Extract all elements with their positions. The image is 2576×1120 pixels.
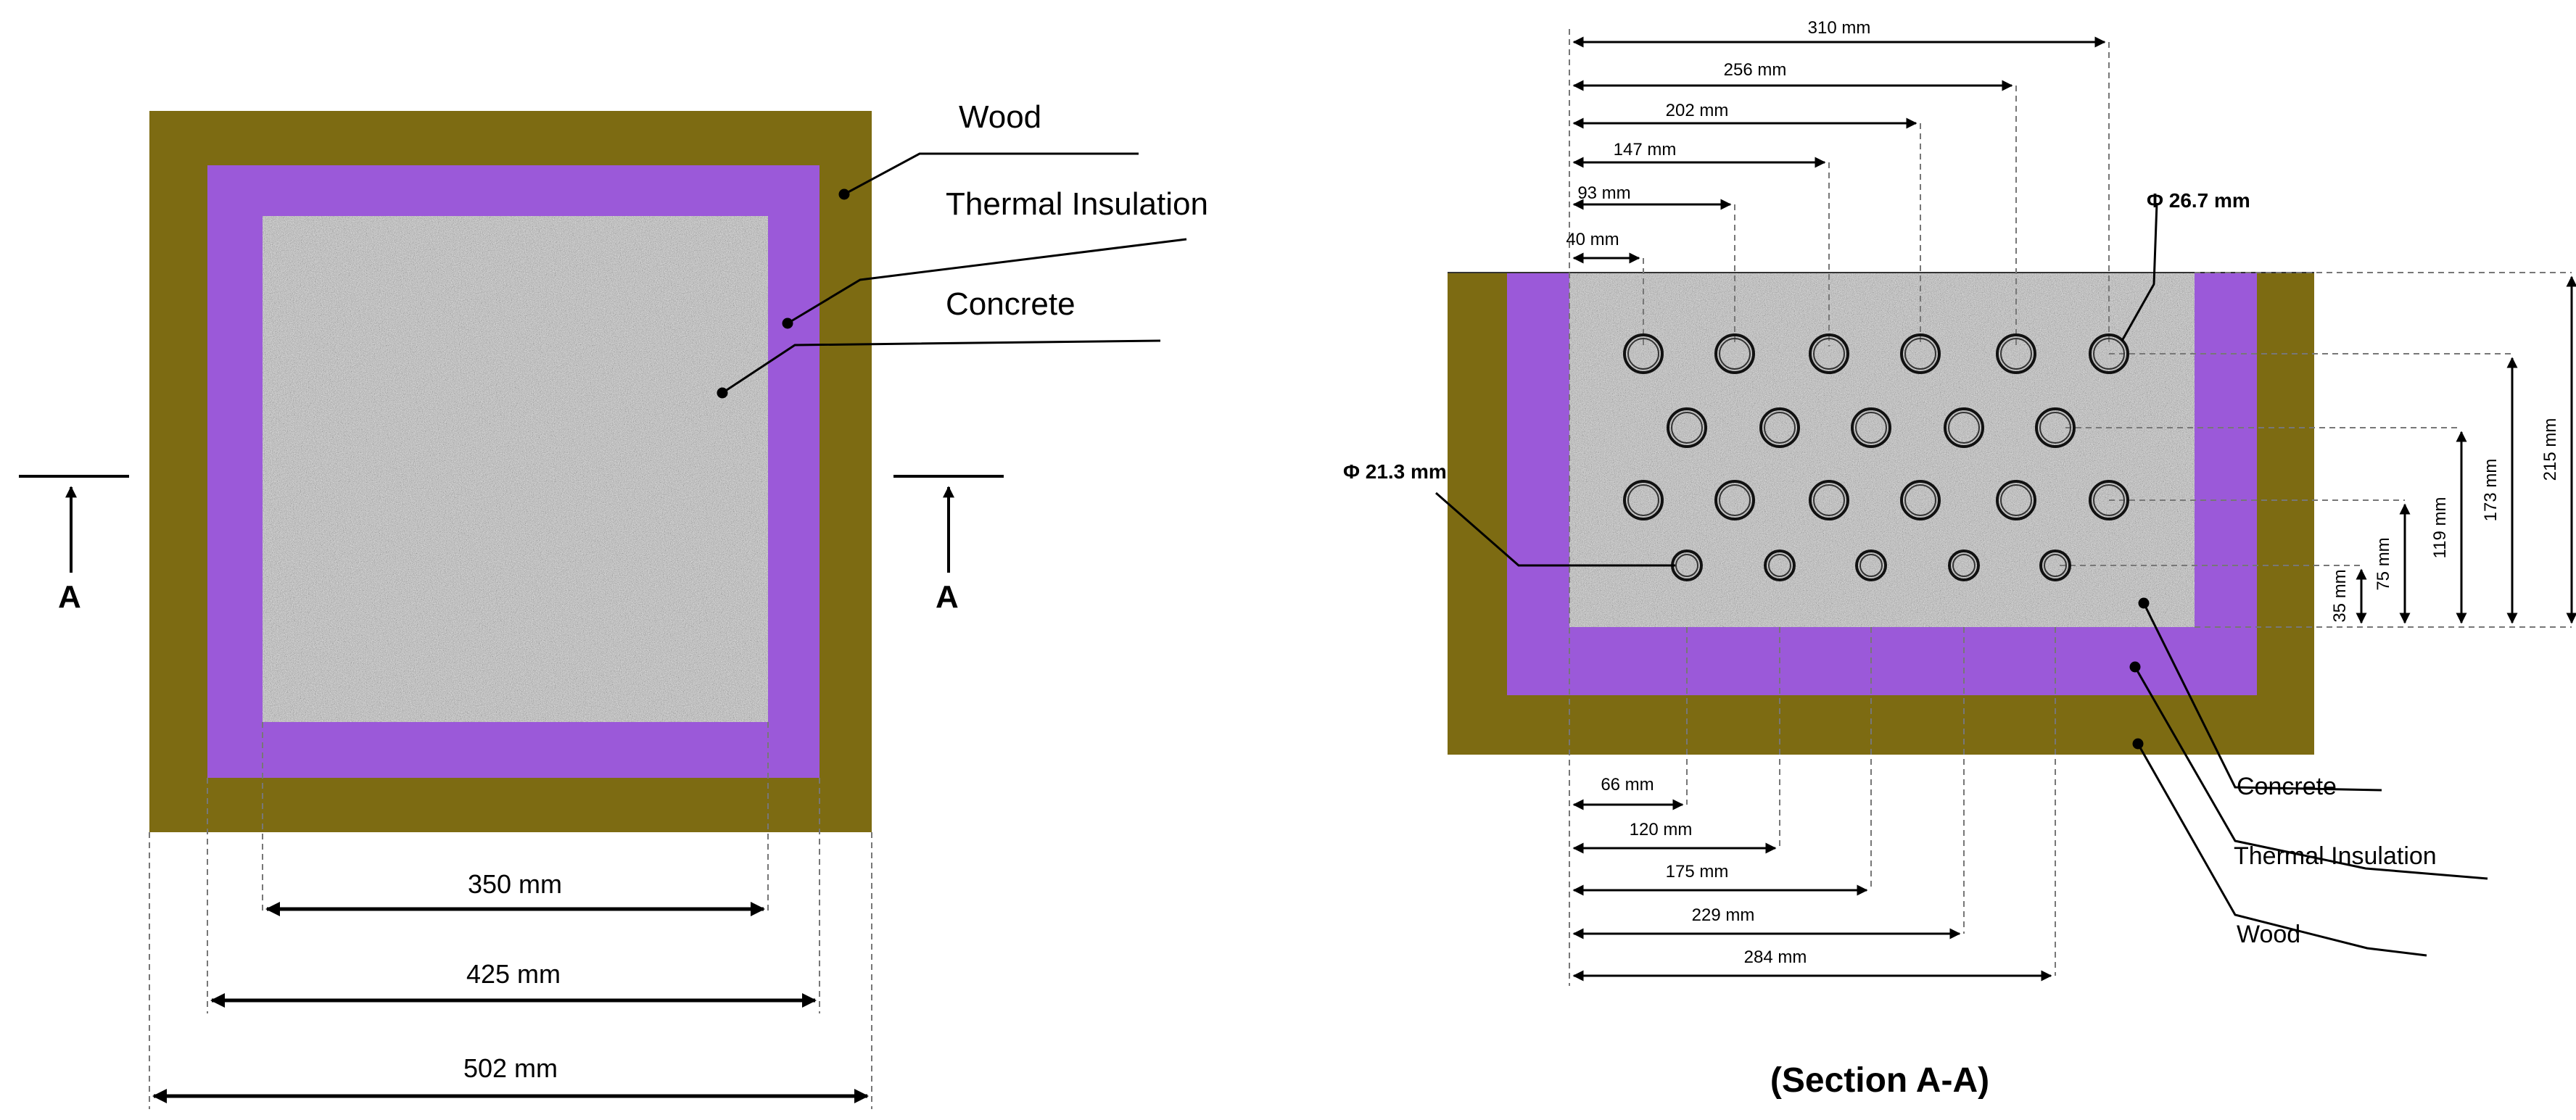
pipe-small-leader [1435, 491, 1675, 567]
pipe-inner-r4-c5 [2044, 554, 2067, 577]
section-view: 310 mm 256 mm 202 mm 147 mm 93 mm 40 mm … [1343, 18, 2576, 1100]
pipe-inner-r3-c4 [1904, 484, 1936, 516]
plan-wood-leader [838, 152, 1139, 200]
pipe-inner-r2-c1 [1671, 412, 1703, 444]
pipe-r3-c3 [1809, 480, 1849, 520]
pipe-r1-c4 [1900, 333, 1941, 374]
pipe-small-label: Φ 21.3 mm [1343, 460, 1447, 483]
pipe-r1-c6 [2089, 333, 2129, 374]
section-top-dim-93: 93 mm [1577, 183, 1630, 203]
section-insulation-leader [2129, 661, 2488, 880]
section-top-dim-40: 40 mm [1566, 230, 1619, 249]
pipe-r1-c1 [1623, 333, 1664, 374]
pipe-group [1623, 333, 2129, 581]
pipe-r2-c1 [1667, 407, 1707, 448]
pipe-large-leader [2121, 202, 2158, 341]
pipe-r2-c3 [1851, 407, 1891, 448]
section-right-dim-119: 119 mm [2430, 497, 2450, 559]
section-marker-left: A [19, 475, 129, 615]
pipe-inner-r1-c6 [2093, 338, 2125, 370]
pipe-inner-r2-c3 [1855, 412, 1887, 444]
section-right-dim-75: 75 mm [2374, 537, 2393, 590]
pipe-inner-r3-c2 [1719, 484, 1751, 516]
plan-concrete-leader [717, 339, 1161, 399]
section-top-dim-202: 202 mm [1666, 101, 1729, 120]
pipe-inner-r3-c1 [1627, 484, 1659, 516]
pipe-inner-r1-c1 [1627, 338, 1659, 370]
plan-insulation-leader [782, 238, 1187, 329]
plan-concrete-label: Concrete [946, 286, 1076, 322]
pipe-r3-c2 [1714, 480, 1755, 520]
pipe-r3-c5 [1996, 480, 2036, 520]
section-top-dim-310: 310 mm [1808, 18, 1871, 38]
section-concrete-label: Concrete [2237, 773, 2337, 800]
plan-view: Wood Thermal Insulation Concrete A A 350… [19, 99, 1208, 1109]
pipe-r4-c5 [2039, 549, 2071, 581]
pipe-r4-c3 [1855, 549, 1887, 581]
section-concrete-leader [2138, 597, 2382, 792]
pipe-inner-r2-c5 [2039, 412, 2071, 444]
pipe-inner-r1-c5 [2000, 338, 2032, 370]
pipe-r1-c3 [1809, 333, 1849, 374]
plan-concrete-texture [263, 216, 768, 722]
section-bottom-dim-66: 66 mm [1601, 775, 1654, 795]
pipe-inner-r3-c5 [2000, 484, 2032, 516]
section-bottom-dim-120: 120 mm [1630, 820, 1693, 839]
pipe-inner-r3-c6 [2093, 484, 2125, 516]
section-marker-right-label: A [936, 579, 959, 615]
pipe-r2-c4 [1944, 407, 1984, 448]
plan-dim-inner: 350 mm [468, 869, 562, 899]
plan-dim-outer: 502 mm [463, 1053, 558, 1083]
pipe-large-label: Φ 26.7 mm [2147, 189, 2250, 212]
pipe-inner-r1-c4 [1904, 338, 1936, 370]
pipe-inner-r3-c3 [1813, 484, 1845, 516]
section-wood-label: Wood [2237, 921, 2300, 948]
pipe-inner-r2-c2 [1764, 412, 1796, 444]
pipe-inner-r2-c4 [1948, 412, 1980, 444]
section-right-dim-215: 215 mm [2540, 418, 2560, 481]
section-title: (Section A-A) [1770, 1061, 1989, 1100]
pipe-inner-r4-c2 [1768, 554, 1791, 577]
pipe-r1-c2 [1714, 333, 1755, 374]
pipe-r4-c2 [1764, 549, 1796, 581]
plan-insulation-label: Thermal Insulation [946, 186, 1208, 222]
plan-dim-middle: 425 mm [466, 959, 561, 989]
pipe-r4-c4 [1948, 549, 1980, 581]
section-top-dim-147: 147 mm [1614, 140, 1677, 159]
pipe-inner-r1-c3 [1813, 338, 1845, 370]
pipe-r1-c5 [1996, 333, 2036, 374]
pipe-inner-r1-c2 [1719, 338, 1751, 370]
pipe-r2-c5 [2035, 407, 2076, 448]
section-right-dim-35: 35 mm [2330, 569, 2350, 622]
section-insulation-label: Thermal Insulation [2234, 842, 2437, 870]
pipe-r3-c4 [1900, 480, 1941, 520]
pipe-inner-r4-c3 [1859, 554, 1883, 577]
section-bottom-dim-284: 284 mm [1744, 947, 1807, 967]
section-wood-leader [2132, 738, 2427, 957]
pipe-r3-c6 [2089, 480, 2129, 520]
pipe-inner-r4-c1 [1675, 554, 1698, 577]
pipe-r2-c2 [1759, 407, 1800, 448]
pipe-inner-r4-c4 [1952, 554, 1976, 577]
section-marker-right: A [893, 475, 1004, 615]
section-right-dim-173: 173 mm [2481, 459, 2501, 522]
section-bottom-dim-229: 229 mm [1692, 905, 1755, 925]
section-top-dim-256: 256 mm [1724, 60, 1787, 80]
pipe-r3-c1 [1623, 480, 1664, 520]
section-bottom-dim-175: 175 mm [1666, 862, 1729, 882]
plan-wood-label: Wood [959, 99, 1041, 135]
section-marker-left-label: A [58, 579, 81, 615]
